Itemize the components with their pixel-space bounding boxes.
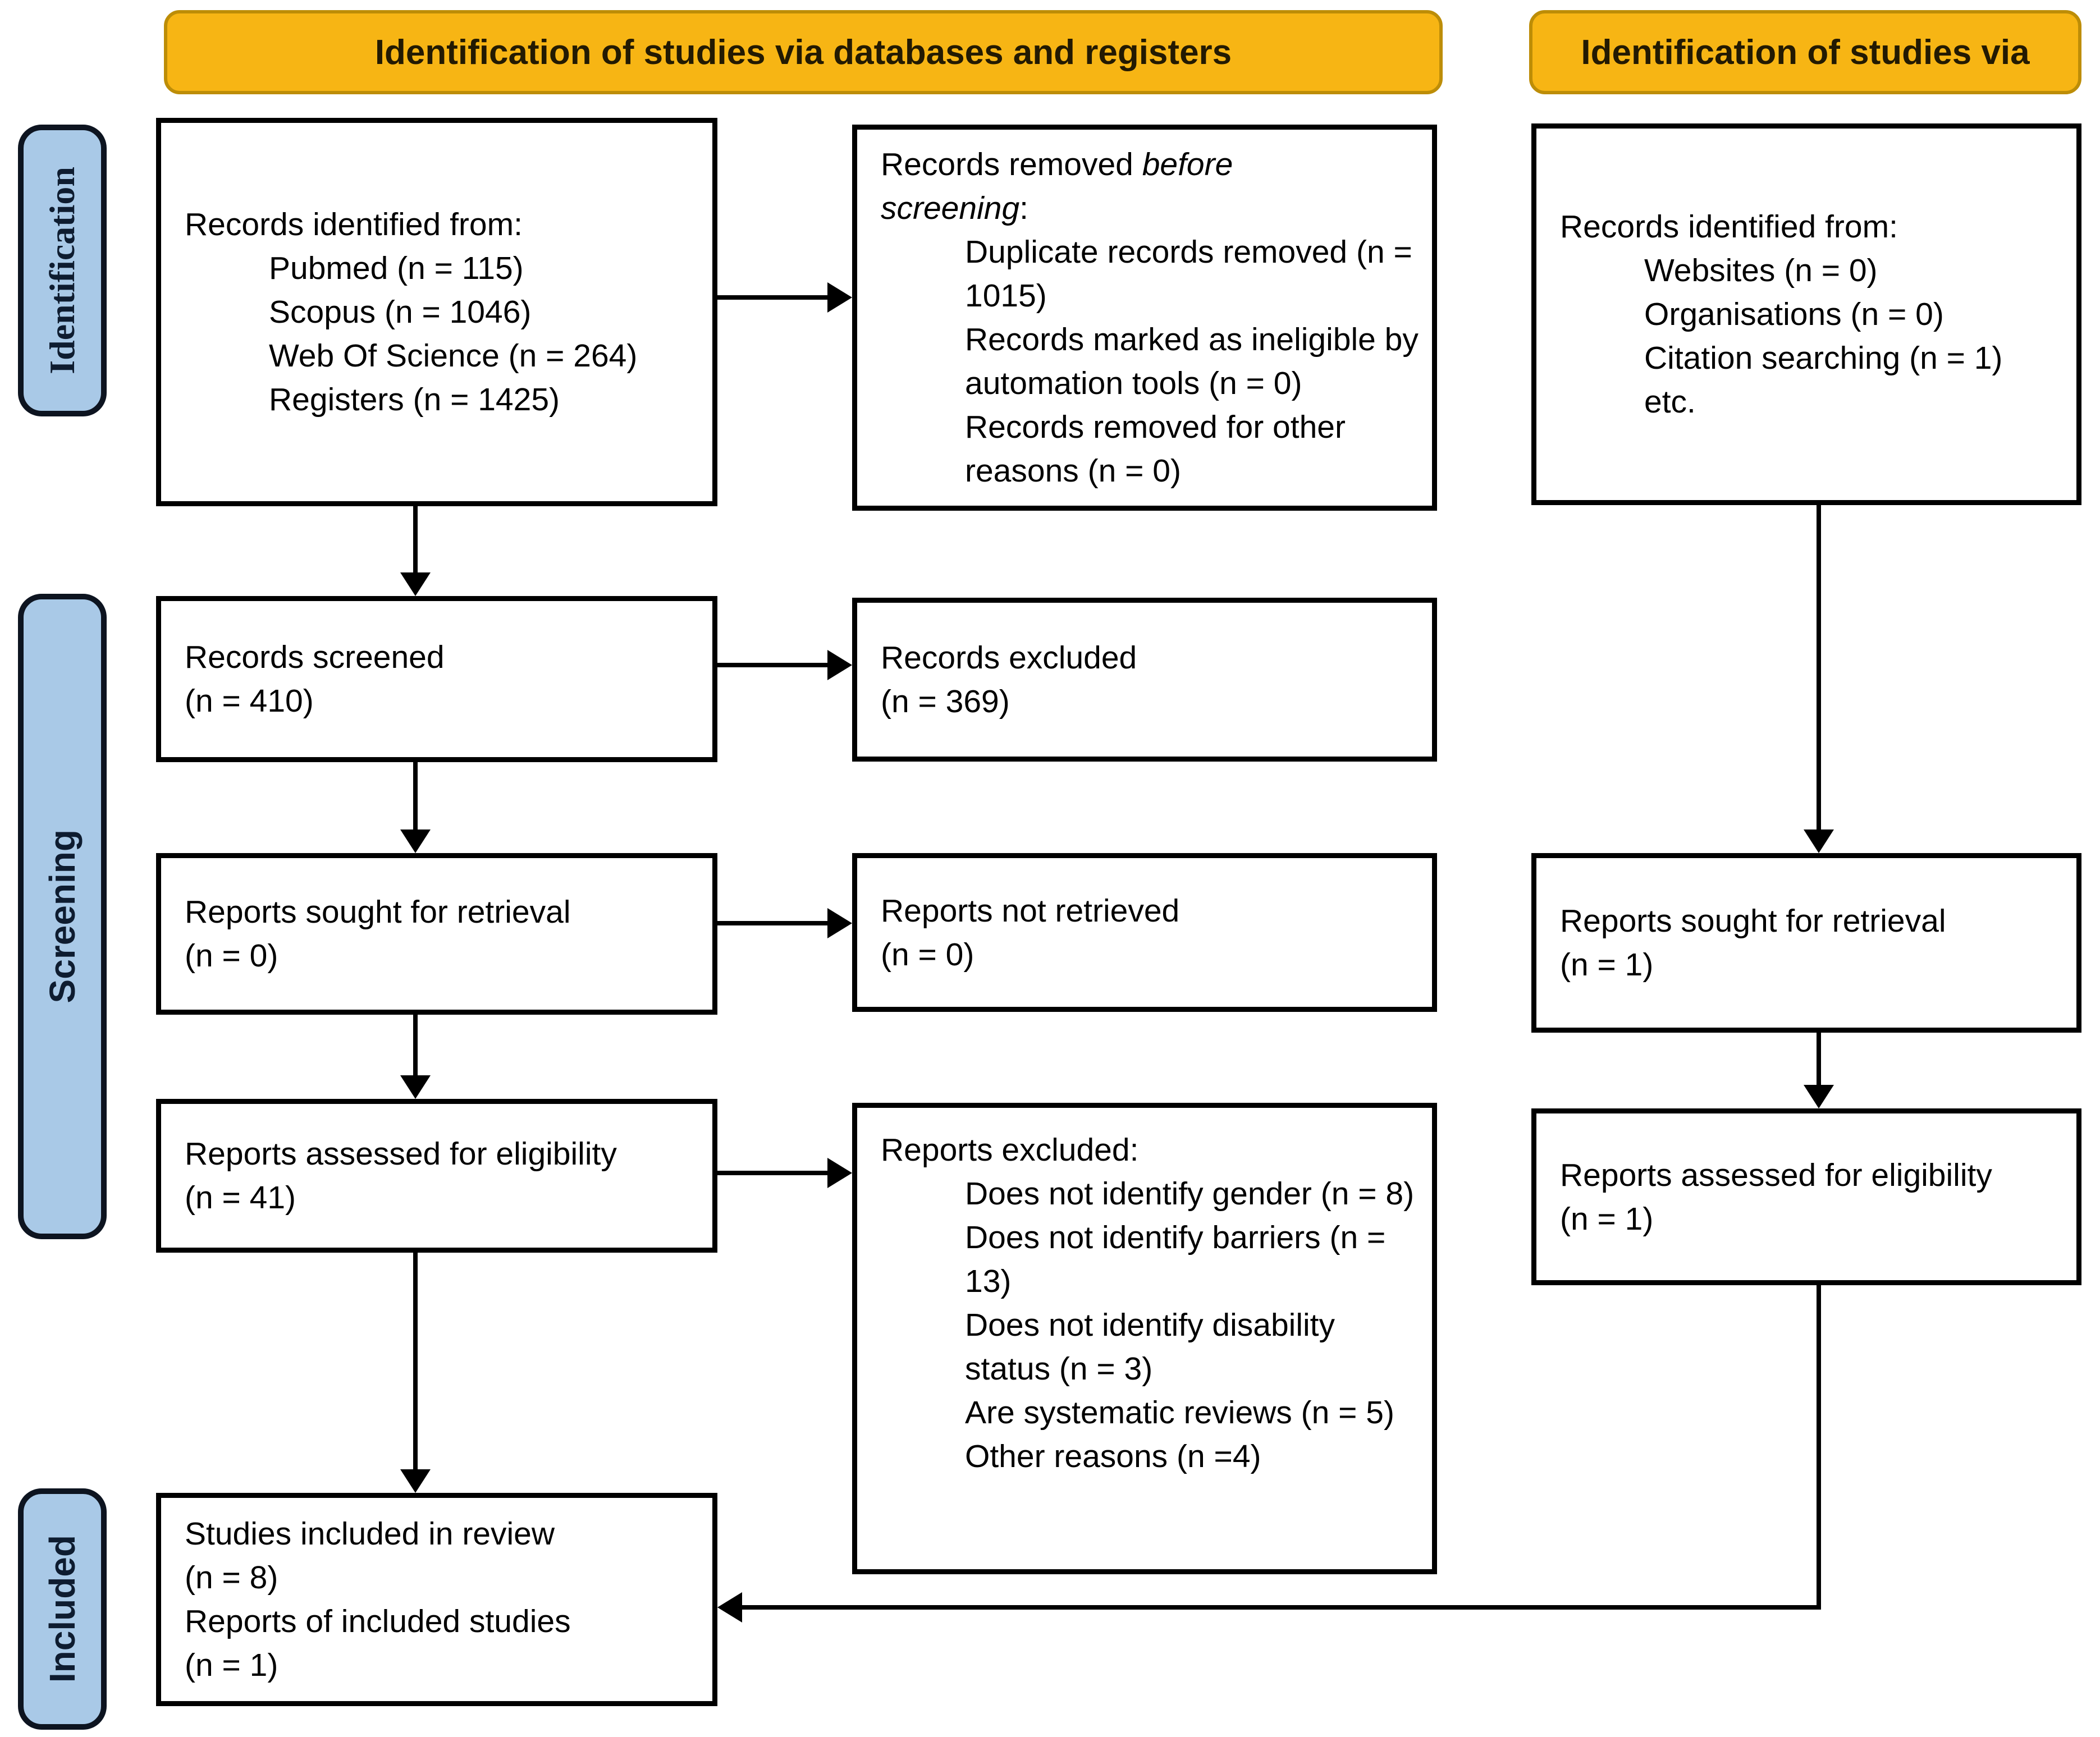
box-text-line: (n = 1) — [1560, 1200, 1654, 1237]
arrow-assessed-to-reportsexcluded-head — [827, 1158, 852, 1188]
stage-screening: Screening — [18, 594, 107, 1239]
arrow-other-assessed-down-line — [1817, 1285, 1821, 1610]
box-text-line: Records removed for other reasons (n = 0… — [965, 409, 1346, 489]
box-text-line: Does not identify gender (n = 8) — [965, 1176, 1415, 1212]
arrow-sought-to-assessed-line — [413, 1015, 418, 1076]
stage-identification-label: Identification — [42, 167, 82, 374]
arrow-other-assessed-to-included-line — [742, 1605, 1821, 1610]
box-text-line: Are systematic reviews (n = 5) — [965, 1395, 1394, 1431]
header-databases-registers: Identification of studies via databases … — [164, 10, 1443, 94]
box-reports-sought-retrieval: Reports sought for retrieval (n = 0) — [156, 853, 717, 1015]
box-text-line: Pubmed (n = 115) — [269, 250, 524, 286]
box-text-line: Citation searching (n = 1) — [1644, 340, 2003, 376]
box-text-line: Registers (n = 1425) — [269, 382, 560, 418]
box-text-line: (n = 41) — [185, 1180, 296, 1216]
arrow-assessed-to-reportsexcluded-line — [717, 1171, 827, 1175]
box-text-line: Web Of Science (n = 264) — [269, 338, 638, 374]
box-reports-sought-retrieval-other: Reports sought for retrieval (n = 1) — [1531, 853, 2081, 1033]
box-text-line: Records identified from: — [185, 207, 523, 242]
arrow-assessed-to-included-head — [400, 1469, 431, 1493]
box-records-identified-databases: Records identified from: Pubmed (n = 115)… — [156, 118, 717, 506]
box-text-line: Scopus (n = 1046) — [269, 294, 532, 330]
header-databases-label: Identification of studies via databases … — [374, 33, 1232, 72]
arrow-screened-to-sought-line — [413, 762, 418, 831]
box-reports-excluded: Reports excluded: Does not identify gende… — [852, 1103, 1437, 1574]
box-text-line: Other reasons (n =4) — [965, 1438, 1261, 1474]
arrow-screened-to-excluded-head — [827, 650, 852, 680]
box-records-excluded: Records excluded (n = 369) — [852, 598, 1437, 762]
box-text-line: (n = 410) — [185, 683, 314, 719]
stage-screening-label: Screening — [42, 829, 83, 1003]
box-text-line: screening: — [881, 190, 1028, 226]
arrow-identified-to-screened-line — [413, 506, 418, 574]
box-text-line: Organisations (n = 0) — [1644, 296, 1944, 332]
arrow-sought-to-notretrieved-head — [827, 908, 852, 938]
box-text-line: Records removed before — [881, 146, 1233, 182]
arrow-other-sought-to-assessed-head — [1804, 1085, 1834, 1108]
arrow-screened-to-sought-head — [400, 829, 431, 853]
box-text-line: (n = 0) — [881, 936, 974, 973]
box-records-screened: Records screened (n = 410) — [156, 596, 717, 762]
box-text-line: Websites (n = 0) — [1644, 253, 1878, 288]
arrow-other-sought-to-assessed-line — [1817, 1033, 1821, 1086]
box-reports-assessed-eligibility: Reports assessed for eligibility (n = 41) — [156, 1099, 717, 1253]
arrow-other-identified-to-sought-line — [1817, 505, 1821, 831]
box-records-identified-other: Records identified from: Websites (n = 0)… — [1531, 123, 2081, 505]
box-text-line: Reports sought for retrieval — [185, 894, 571, 930]
box-records-removed-before-screening: Records removed before screening: Duplicat… — [852, 125, 1437, 511]
box-studies-included: Studies included in review (n = 8) Reports… — [156, 1493, 717, 1706]
box-text-line: Reports excluded: — [881, 1132, 1139, 1168]
stage-included: Included — [18, 1488, 107, 1730]
box-text-line: Reports assessed for eligibility — [185, 1136, 617, 1172]
arrow-other-identified-to-sought-head — [1804, 829, 1834, 853]
arrow-other-assessed-to-included-head — [717, 1592, 742, 1623]
box-text-line: Studies included in review — [185, 1516, 555, 1552]
arrow-sought-to-notretrieved-line — [717, 921, 827, 925]
box-text-line: Records identified from: — [1560, 209, 1898, 245]
stage-identification: Identification — [18, 125, 107, 416]
box-text-line: Records screened — [185, 639, 445, 675]
box-text-line: Reports not retrieved — [881, 892, 1180, 929]
stage-included-label: Included — [42, 1535, 83, 1683]
box-text-line: etc. — [1644, 384, 1696, 420]
box-text-line: (n = 8) — [185, 1560, 278, 1596]
box-text-line: Duplicate records removed (n = 1015) — [965, 234, 1412, 314]
box-reports-not-retrieved: Reports not retrieved (n = 0) — [852, 853, 1437, 1012]
box-text-line: Records excluded — [881, 640, 1137, 676]
arrow-screened-to-excluded-line — [717, 663, 827, 667]
arrow-sought-to-assessed-head — [400, 1075, 431, 1099]
arrow-assessed-to-included-line — [413, 1253, 418, 1470]
box-text-line: (n = 1) — [185, 1647, 278, 1683]
arrow-identified-to-removed-line — [717, 295, 827, 300]
box-text-line: (n = 1) — [1560, 947, 1654, 983]
box-text-line: Reports sought for retrieval — [1560, 903, 1946, 939]
box-text-line: Reports assessed for eligibility — [1560, 1157, 1992, 1193]
arrow-identified-to-screened-head — [400, 572, 431, 596]
arrow-identified-to-removed-head — [827, 282, 852, 313]
box-text-line: Records marked as ineligible by automati… — [965, 322, 1419, 401]
box-reports-assessed-eligibility-other: Reports assessed for eligibility (n = 1) — [1531, 1108, 2081, 1285]
box-text-line: Does not identify barriers (n = 13) — [965, 1220, 1386, 1299]
box-text-line: Does not identify disability status (n =… — [965, 1307, 1335, 1387]
box-text-line: (n = 369) — [881, 684, 1010, 719]
box-text-line: Reports of included studies — [185, 1603, 571, 1639]
header-other-label: Identification of studies via — [1581, 33, 2030, 72]
box-text-line: (n = 0) — [185, 938, 278, 974]
header-other-methods: Identification of studies via — [1529, 10, 2081, 94]
